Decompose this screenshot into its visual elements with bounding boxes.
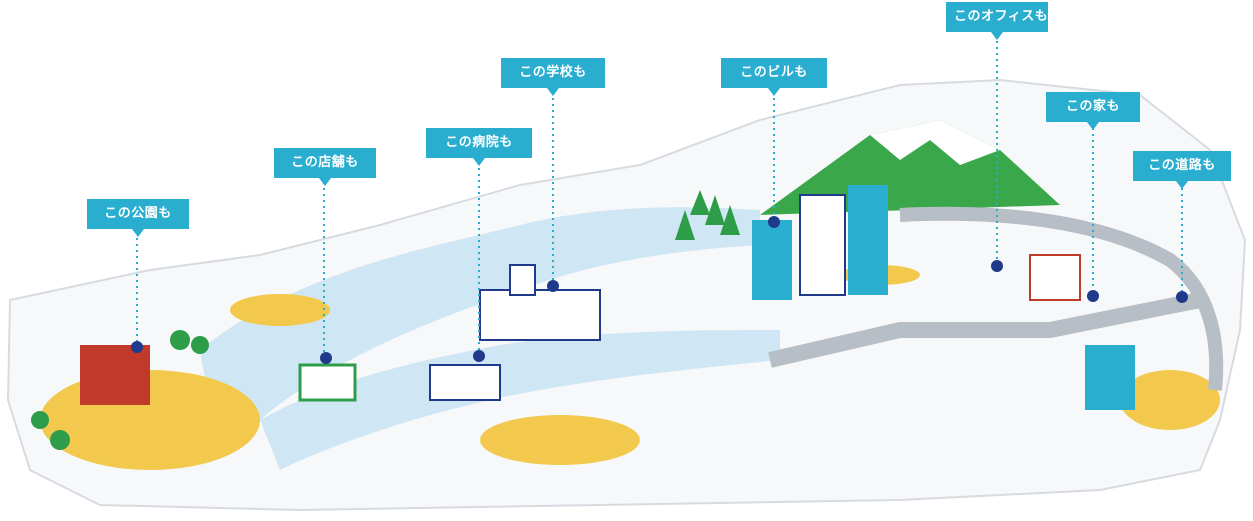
- pin-store: [320, 352, 332, 364]
- pin-house: [1087, 290, 1099, 302]
- park-label: この公園も: [87, 199, 189, 237]
- hospital-building: [429, 364, 501, 401]
- trees: [31, 190, 740, 450]
- building-label: このビルも: [721, 58, 827, 96]
- park-shrine: [80, 345, 150, 405]
- leader-lines: [136, 35, 1183, 358]
- pin-park: [131, 341, 143, 353]
- ground-patch: [230, 294, 330, 326]
- school-building: [479, 289, 601, 341]
- tower: [799, 194, 846, 296]
- tower: [752, 220, 792, 300]
- pin-building: [768, 216, 780, 228]
- school-tower: [509, 264, 536, 296]
- pin-office: [991, 260, 1003, 272]
- ground-patch: [480, 415, 640, 465]
- pins: [131, 216, 1188, 364]
- ground-patch: [1120, 370, 1220, 430]
- road-label: この道路も: [1133, 151, 1231, 189]
- store-building: [298, 363, 357, 402]
- road: [768, 292, 1202, 368]
- pin-road: [1176, 291, 1188, 303]
- office-building: [1085, 345, 1135, 410]
- pin-school: [547, 280, 559, 292]
- river-lower: [260, 330, 780, 470]
- highway: [899, 206, 1224, 391]
- office-label: このオフィスも: [946, 2, 1048, 40]
- school-label: この学校も: [501, 58, 605, 96]
- mountain-snow: [870, 120, 1000, 165]
- house-label: この家も: [1046, 92, 1140, 130]
- hospital-label: この病院も: [426, 128, 532, 166]
- store-label: この店舗も: [274, 148, 376, 186]
- tower: [848, 185, 888, 295]
- house: [1029, 254, 1081, 301]
- pin-hospital: [473, 350, 485, 362]
